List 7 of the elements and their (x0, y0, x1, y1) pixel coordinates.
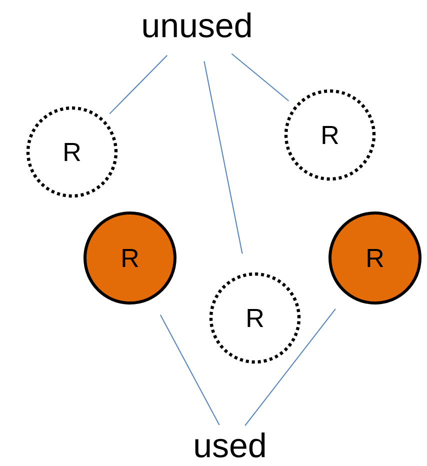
node-label: used (195, 432, 265, 458)
connector-line (244, 308, 336, 426)
connector-line (160, 314, 220, 426)
node-label: unused (143, 12, 251, 38)
connector-line (109, 54, 168, 114)
connector-line (231, 53, 290, 102)
connector-line (204, 60, 243, 254)
